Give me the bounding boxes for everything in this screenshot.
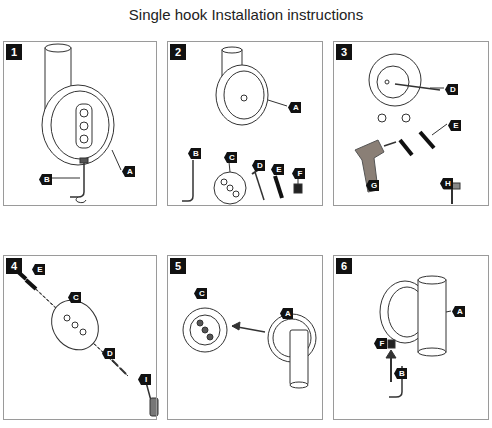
callout-letter: F — [377, 338, 387, 349]
callout-tag: I — [138, 374, 151, 385]
callout-letter: E — [274, 164, 284, 175]
callout-tag: D — [445, 84, 458, 95]
title: Single hook Installation instructions — [0, 6, 492, 23]
tag-shape — [138, 374, 151, 385]
callout-letter: A — [125, 166, 135, 177]
callout-tag: F — [292, 168, 305, 179]
callout-letter: D — [105, 348, 115, 359]
step-number: 4 — [6, 258, 22, 274]
callout-tag: C — [68, 292, 81, 303]
hook-and-parts — [182, 47, 302, 204]
callout-letter: B — [397, 368, 407, 379]
callout-tag: C — [194, 288, 207, 299]
callout-tag: H — [440, 178, 453, 189]
callout-tag: E — [32, 264, 45, 275]
callout-tag: A — [280, 308, 293, 319]
callout-tag: D — [102, 348, 115, 359]
callout-letter: C — [71, 292, 81, 303]
callout-tag: C — [224, 152, 237, 163]
callout-letter: C — [227, 152, 237, 163]
step-panel: 5C A — [167, 255, 323, 420]
step-panel: 3D E G H — [333, 41, 489, 206]
step-number: 6 — [336, 258, 352, 274]
hook-side-view — [42, 44, 121, 203]
callout-tag: B — [394, 368, 407, 379]
callout-letter: D — [448, 84, 458, 95]
callout-letter: A — [291, 102, 301, 113]
tighten-set-screw — [380, 276, 451, 397]
callout-letter: G — [369, 180, 379, 191]
callout-letter: C — [197, 288, 207, 299]
callout-letter: A — [455, 306, 465, 317]
callout-tag: B — [39, 174, 52, 185]
step-number: 5 — [170, 258, 186, 274]
callout-letter: I — [141, 374, 151, 385]
callout-tag: D — [252, 160, 265, 171]
step-number: 3 — [336, 44, 352, 60]
callout-tag: E — [271, 164, 284, 175]
callout-tag: G — [366, 180, 379, 191]
step-panel: 2A B C DEF — [167, 41, 323, 206]
callout-tag: A — [122, 166, 135, 177]
attach-hook — [183, 308, 316, 388]
callout-letter: H — [443, 178, 453, 189]
mounting-plate-screws — [16, 270, 158, 416]
step-panel: 4 E C D I — [3, 255, 157, 420]
callout-tag: A — [288, 102, 301, 113]
callout-letter: E — [35, 264, 45, 275]
step-number: 1 — [6, 44, 22, 60]
callout-letter: A — [283, 308, 293, 319]
callout-tag: B — [188, 148, 201, 159]
callout-letter: B — [191, 148, 201, 159]
drilling-view — [355, 54, 460, 204]
step-panel: 6A F B — [333, 255, 489, 420]
step-panel: 1A B — [3, 41, 157, 206]
callout-letter: E — [451, 120, 461, 131]
step-number: 2 — [170, 44, 186, 60]
callout-letter: D — [255, 160, 265, 171]
callout-letter: B — [42, 174, 52, 185]
callout-tag: F — [374, 338, 387, 349]
callout-letter: F — [295, 168, 305, 179]
callout-tag: A — [452, 306, 465, 317]
callout-tag: E — [448, 120, 461, 131]
